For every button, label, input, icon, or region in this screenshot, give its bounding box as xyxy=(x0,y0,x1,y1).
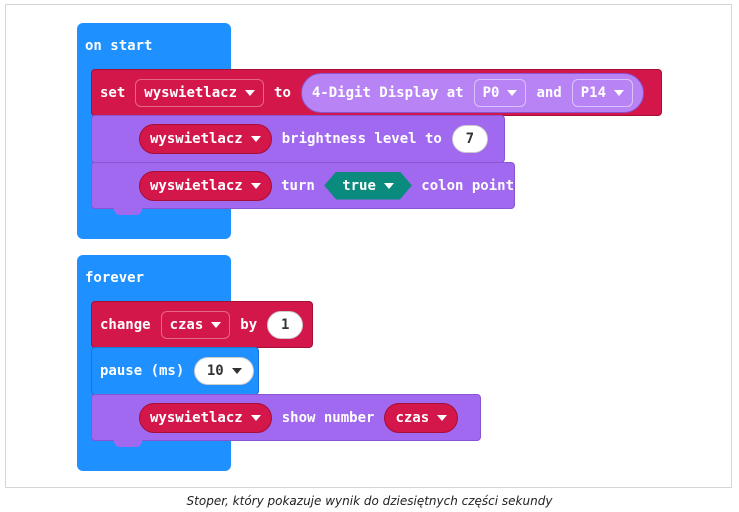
pause-value-dropdown[interactable]: 10 xyxy=(194,357,255,385)
value-variable-dropdown[interactable]: czas xyxy=(384,402,459,433)
chevron-down-icon xyxy=(384,183,394,189)
four-digit-display-block[interactable]: 4-Digit Display at P0 and P14 xyxy=(300,72,645,113)
chevron-down-icon xyxy=(211,321,222,328)
brightness-label: brightness level to xyxy=(281,131,442,147)
set-variable-block[interactable]: set wyswietlacz to 4-Digit Display at P0… xyxy=(91,69,662,116)
display-variable-name: wyswietlacz xyxy=(150,177,243,194)
pin1-dropdown[interactable]: P0 xyxy=(473,78,527,107)
chevron-down-icon xyxy=(507,89,518,96)
on-start-header: on start xyxy=(85,38,153,54)
display-variable-dropdown[interactable]: wyswietlacz xyxy=(139,124,272,154)
display-variable-dropdown[interactable]: wyswietlacz xyxy=(139,170,272,201)
pause-value: 10 xyxy=(206,363,224,379)
pause-label: pause (ms) xyxy=(100,363,185,379)
value-variable-name: czas xyxy=(395,409,430,426)
display-variable-name: wyswietlacz xyxy=(150,409,243,426)
pin2-dropdown[interactable]: P14 xyxy=(571,78,634,107)
variable-dropdown[interactable]: czas xyxy=(160,310,231,339)
pause-block[interactable]: pause (ms) 10 xyxy=(91,347,259,395)
chevron-down-icon xyxy=(250,136,261,142)
chevron-down-icon xyxy=(245,89,256,96)
turn-label: turn xyxy=(281,177,315,194)
show-number-block[interactable]: wyswietlacz show number czas xyxy=(91,394,481,441)
display-variable-name: wyswietlacz xyxy=(150,131,243,147)
chevron-down-icon xyxy=(250,182,261,189)
chevron-down-icon xyxy=(231,368,242,374)
by-label: by xyxy=(240,316,258,333)
boolean-value: true xyxy=(342,177,376,194)
colon-point-label: colon point xyxy=(421,177,514,194)
chevron-down-icon xyxy=(437,414,448,421)
boolean-dropdown[interactable]: true xyxy=(324,172,412,200)
brightness-block[interactable]: wyswietlacz brightness level to 7 xyxy=(91,115,505,163)
colon-block-notch xyxy=(114,208,142,215)
colon-point-block[interactable]: wyswietlacz turn true colon point xyxy=(91,162,515,209)
display-variable-dropdown[interactable]: wyswietlacz xyxy=(139,402,272,433)
variable-name: wyswietlacz xyxy=(144,84,238,101)
brightness-value-input[interactable]: 7 xyxy=(451,125,488,153)
chevron-down-icon xyxy=(250,414,261,421)
change-label: change xyxy=(100,316,151,333)
show-number-label: show number xyxy=(281,409,375,426)
to-label: to xyxy=(274,84,291,101)
show-block-notch xyxy=(114,440,142,447)
figure-caption: Stoper, który pokazuje wynik do dziesięt… xyxy=(186,494,553,508)
variable-dropdown[interactable]: wyswietlacz xyxy=(135,78,265,107)
set-label: set xyxy=(100,84,126,101)
pin2-value: P14 xyxy=(580,84,607,101)
screenshot-frame: on start set wyswietlacz to 4-Digit Disp… xyxy=(5,4,732,488)
variable-name: czas xyxy=(169,316,204,333)
display-label: 4-Digit Display at xyxy=(311,84,464,101)
chevron-down-icon xyxy=(614,89,625,96)
pin1-value: P0 xyxy=(482,84,500,101)
change-variable-block[interactable]: change czas by 1 xyxy=(91,301,313,348)
change-value-input[interactable]: 1 xyxy=(267,310,304,339)
forever-header: forever xyxy=(85,270,145,286)
and-label: and xyxy=(536,84,562,101)
